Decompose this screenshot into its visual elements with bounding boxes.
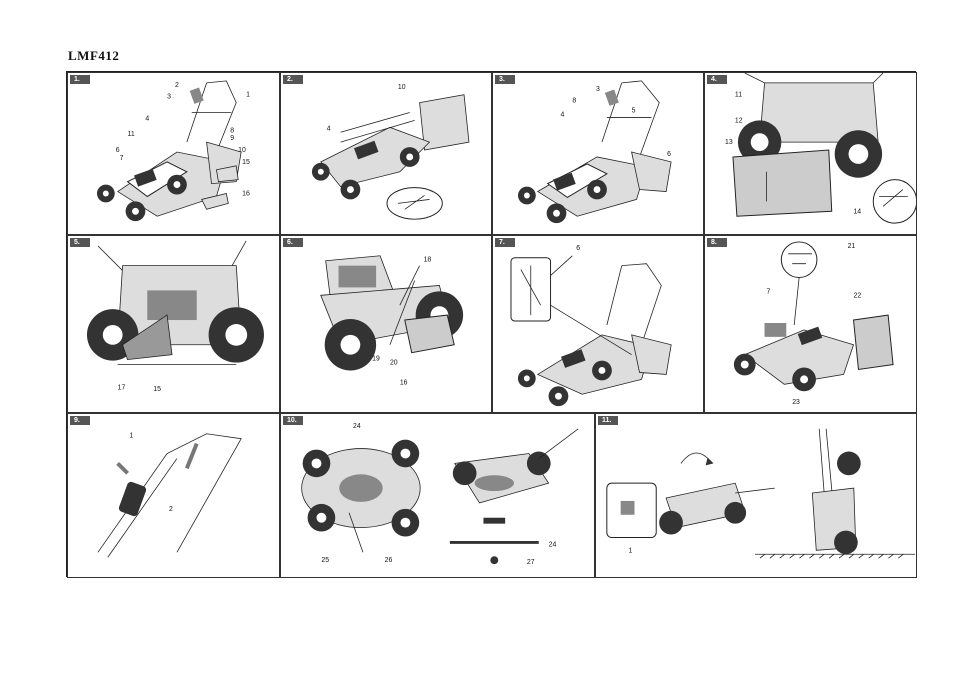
part-label: 15 [242, 159, 250, 166]
part-label: 16 [400, 379, 408, 386]
part-label: 3 [596, 86, 600, 93]
part-label: 6 [667, 151, 671, 158]
panel-6: 18 19 20 16 6. [280, 235, 492, 413]
panel-7: 6 7. [492, 235, 704, 413]
part-label: 24 [353, 423, 361, 430]
mulching-plug-illustration: 17 15 [86, 240, 264, 393]
panel-number: 1. [70, 75, 90, 84]
panel-1: 1 2 3 4 11 6 7 8 9 10 15 16 1. [67, 72, 280, 235]
handle-unfold-illustration: 10 4 [311, 84, 470, 220]
panel-number: 7. [495, 238, 515, 247]
part-label: 10 [398, 84, 406, 91]
part-label: 1 [629, 547, 633, 554]
part-label: 4 [145, 115, 149, 122]
panel-2: 10 4 2. [280, 72, 492, 235]
height-adjust-illustration: 6 [510, 245, 672, 407]
panel-number: 8. [707, 238, 727, 247]
part-label: 21 [848, 243, 856, 250]
part-label: 9 [230, 135, 234, 142]
start-switch-illustration: 1 2 [97, 433, 242, 558]
panel-5: 17 15 5. [67, 235, 280, 413]
part-label: 1 [130, 433, 134, 440]
part-label: 19 [372, 356, 380, 363]
panel-3: 3 8 5 4 6 3. [492, 72, 704, 235]
part-label: 20 [390, 360, 398, 367]
part-label: 14 [853, 208, 861, 215]
part-label: 27 [527, 559, 535, 566]
part-label: 6 [576, 245, 580, 252]
panel-number: 5. [70, 238, 90, 247]
part-label: 6 [116, 147, 120, 154]
part-label: 16 [242, 190, 250, 197]
part-label: 17 [118, 384, 126, 391]
blade-replacement-illustration: 24 25 26 24 27 [301, 423, 579, 566]
part-label: 5 [632, 108, 636, 115]
part-label: 2 [169, 506, 173, 513]
handle-locking-illustration: 3 8 5 4 6 [517, 80, 672, 224]
panel-4: 11 12 13 14 4. [704, 72, 917, 235]
grass-bag-attach-illustration: 11 12 13 14 [725, 73, 916, 224]
mower-assembly-overview-illustration: 1 2 3 4 11 6 7 8 9 10 15 16 [96, 80, 250, 222]
panel-number: 11. [598, 416, 618, 425]
part-label: 25 [321, 557, 329, 564]
panel-9: 1 2 9. [67, 413, 280, 578]
panel-number: 3. [495, 75, 515, 84]
part-label: 4 [327, 125, 331, 132]
battery-insert-illustration: 21 7 22 23 [733, 241, 894, 406]
part-label: 13 [725, 139, 733, 146]
part-label: 24 [549, 541, 557, 548]
part-label: 22 [854, 292, 862, 299]
model-number: LMF412 [68, 48, 120, 63]
part-label: 8 [230, 127, 234, 134]
part-label: 11 [735, 92, 742, 99]
side-discharge-illustration: 18 19 20 16 [320, 255, 464, 386]
panel-number: 10. [283, 416, 303, 425]
panel-number: 6. [283, 238, 303, 247]
part-label: 3 [167, 94, 171, 101]
panel-number: 2. [283, 75, 303, 84]
part-label: 12 [735, 117, 743, 124]
part-label: 15 [153, 386, 161, 393]
part-label: 23 [792, 399, 800, 406]
figure-sheet: 1 2 3 4 11 6 7 8 9 10 15 16 1. 10 4 [66, 71, 917, 578]
part-label: 10 [238, 147, 246, 154]
storage-upright-illustration: 1 [606, 428, 916, 559]
part-label: 18 [424, 257, 432, 264]
part-label: 11 [128, 131, 135, 138]
part-label: 26 [385, 557, 393, 564]
panel-11: 1 11. [595, 413, 917, 578]
part-label: 7 [120, 155, 124, 162]
part-label: 2 [175, 82, 179, 89]
panel-number: 9. [70, 416, 90, 425]
part-label: 8 [572, 98, 576, 105]
panel-10: 24 25 26 24 27 10. [280, 413, 595, 578]
panel-number: 4. [707, 75, 727, 84]
panel-8: 21 7 22 23 8. [704, 235, 917, 413]
part-label: 7 [767, 288, 771, 295]
part-label: 1 [246, 92, 250, 99]
part-label: 4 [560, 111, 564, 118]
